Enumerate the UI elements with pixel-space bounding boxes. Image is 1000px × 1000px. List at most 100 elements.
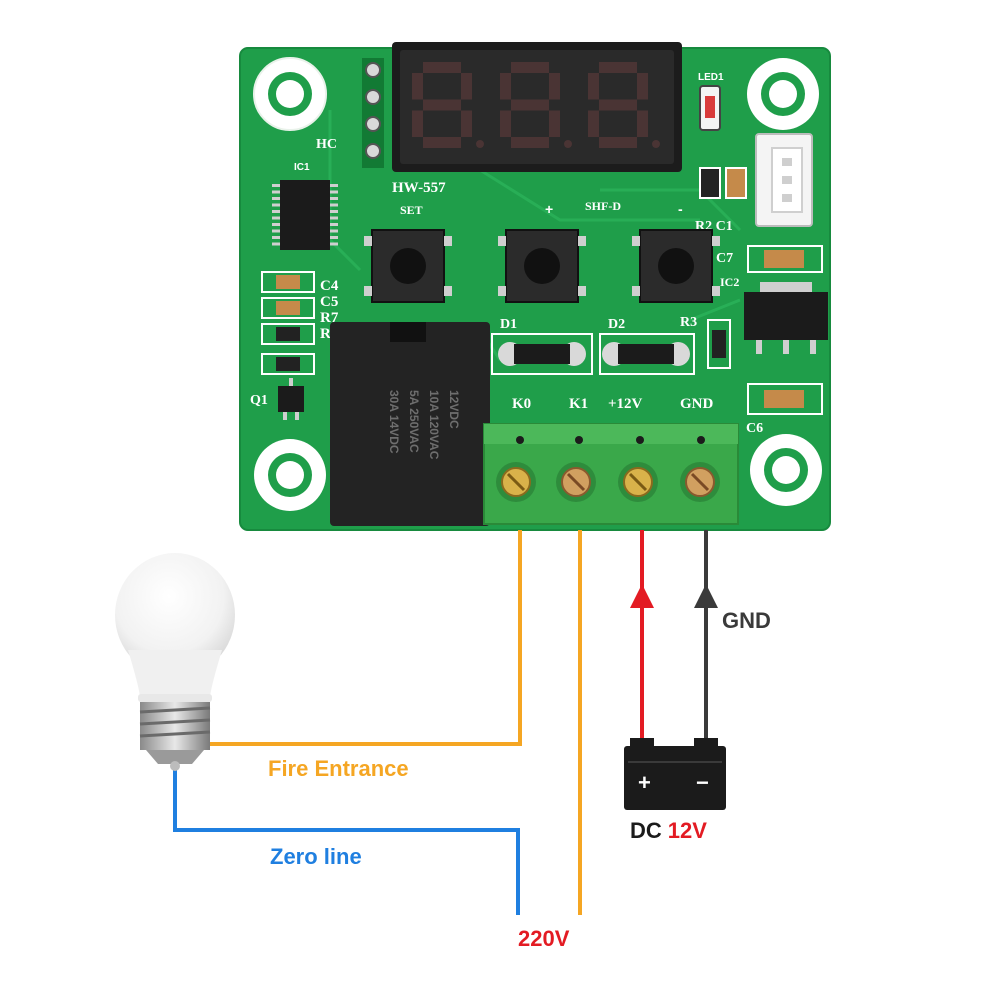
silk-r3: R3 — [680, 315, 697, 330]
ic-pin — [272, 190, 280, 194]
zero-line-label: Zero line — [270, 844, 362, 869]
display-segment — [599, 99, 637, 111]
terminal-label-gnd: GND — [680, 396, 714, 412]
ic-pin — [330, 184, 338, 187]
ic-pin — [330, 223, 338, 226]
display-segment — [423, 62, 461, 73]
terminal-screw-k0[interactable] — [496, 462, 536, 502]
silk-hc: HC — [316, 137, 337, 152]
ac-voltage-label: 220V — [518, 926, 570, 951]
ic2-regulator — [744, 282, 828, 354]
display-segment — [412, 73, 423, 100]
header-pins — [362, 58, 384, 168]
silk-shf: SHF-D — [585, 199, 621, 213]
display-segment — [511, 62, 549, 73]
display-segment — [549, 110, 560, 137]
ic1-chip — [272, 180, 338, 250]
battery-minus-sign: − — [696, 770, 709, 795]
silk-set: SET — [400, 203, 423, 217]
relay-line-4: 30A 14VDC — [387, 390, 401, 454]
ic-pin — [330, 242, 338, 246]
silk-c7: C7 — [716, 251, 733, 266]
silk-ic1: IC1 — [294, 162, 310, 173]
display-segment — [500, 110, 511, 137]
silk-d1: D1 — [500, 317, 517, 332]
ic-pin — [330, 197, 338, 200]
smd-left-column — [261, 271, 315, 375]
display-digit — [500, 62, 572, 148]
silk-minus: - — [678, 201, 683, 217]
terminal-block — [483, 423, 739, 525]
silk-q1: Q1 — [250, 393, 268, 408]
display-segment — [588, 73, 599, 100]
dc-prefix: DC — [630, 818, 662, 843]
silk-c6: C6 — [746, 421, 763, 436]
ic-pin — [272, 236, 280, 239]
set-button[interactable] — [364, 229, 452, 303]
smd-r2 — [699, 167, 721, 199]
thermostat-board: HC IC1 HW-557 LED1 R2 C1 — [239, 42, 831, 531]
terminal-label-k0: K0 — [512, 396, 531, 412]
fire-entrance-label: Fire Entrance — [268, 756, 409, 781]
ic-pin — [272, 229, 280, 233]
terminal-screw-gnd[interactable] — [680, 462, 720, 502]
q1-transistor — [278, 386, 304, 412]
minus-button[interactable] — [632, 229, 720, 303]
relay: 12VDC 10A 120VAC 5A 250VAC 30A 14VDC — [330, 322, 490, 526]
light-bulb-icon — [115, 553, 235, 771]
silk-c5: C5 — [320, 294, 338, 310]
display-segment — [500, 73, 511, 100]
display-segment — [599, 62, 637, 73]
diode-d1 — [491, 333, 593, 375]
seven-segment-display — [392, 42, 682, 172]
ic-pin — [272, 242, 280, 246]
terminal-screw-12v[interactable] — [618, 462, 658, 502]
ic-pin — [272, 197, 280, 200]
display-decimal-point — [476, 140, 484, 148]
mount-hole-top-right — [747, 58, 819, 130]
silk-c4: C4 — [320, 278, 339, 294]
dc-voltage: 12V — [668, 818, 707, 843]
relay-line-2: 10A 120VAC — [427, 390, 441, 460]
ic-pin — [330, 216, 338, 220]
ic-pin — [330, 229, 338, 233]
fire-entrance-wire — [205, 530, 522, 746]
ic-pin — [272, 210, 280, 213]
ic-pin — [330, 190, 338, 194]
display-segment — [423, 99, 461, 111]
ic-pin — [330, 236, 338, 239]
relay-line-3: 5A 250VAC — [407, 390, 421, 453]
mount-hole-bottom-right — [750, 434, 822, 506]
ic-pin — [272, 223, 280, 226]
display-segment — [511, 99, 549, 111]
display-segment — [549, 73, 560, 100]
silk-d2: D2 — [608, 317, 625, 332]
arrow-up-red — [630, 584, 654, 608]
display-digit — [588, 62, 660, 148]
sensor-connector — [755, 133, 813, 227]
relay-line-1: 12VDC — [447, 390, 461, 429]
display-segment — [461, 110, 472, 137]
display-decimal-point — [652, 140, 660, 148]
display-decimal-point — [564, 140, 572, 148]
display-segment — [412, 110, 423, 137]
smd-c1 — [725, 167, 747, 199]
plus-button[interactable] — [498, 229, 586, 303]
display-segment — [461, 73, 472, 100]
silk-plus: + — [545, 201, 553, 217]
terminal-label-k1: K1 — [569, 396, 588, 412]
terminal-screw-k1[interactable] — [556, 462, 596, 502]
board-model-label: HW-557 — [392, 180, 446, 196]
zero-line-wire — [173, 755, 520, 915]
dc-battery-icon: + − — [624, 738, 726, 810]
ic-pin — [330, 210, 338, 213]
display-segment — [511, 137, 549, 148]
mount-hole-top-left — [253, 57, 327, 131]
diode-d2 — [599, 333, 695, 375]
ic-pin — [272, 184, 280, 187]
ic-pin — [272, 203, 280, 207]
terminal-label-12v: +12V — [608, 396, 643, 412]
arrow-up-black — [694, 584, 718, 608]
